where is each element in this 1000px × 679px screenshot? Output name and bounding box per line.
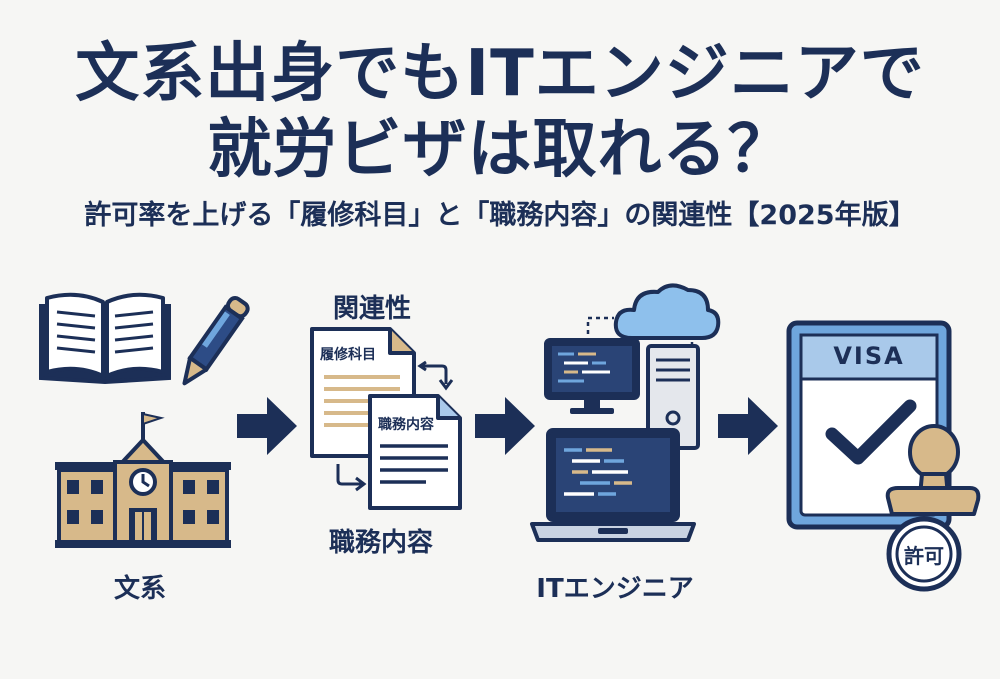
school-building-icon [55, 412, 231, 548]
open-book-icon [39, 292, 171, 385]
subtitle: 許可率を上げる「履修科目」と「職務内容」の関連性【2025年版】 [84, 200, 916, 231]
checkmark-icon [825, 399, 917, 465]
step1-label: 文系 [113, 574, 166, 604]
flow-arrow-3 [718, 397, 778, 455]
stamp-label: 許可 [904, 544, 944, 568]
server-tower-icon [646, 344, 700, 450]
laptop-icon [530, 428, 696, 542]
step3-label: ITエンジニア [536, 574, 694, 604]
title-line-2: 就労ビザは取れる？ [207, 113, 793, 187]
document-icon [368, 394, 462, 510]
step2-top-label: 関連性 [332, 294, 411, 324]
visa-label: VISA [833, 342, 905, 370]
flow-arrow-2 [475, 397, 535, 455]
cloud-icon [613, 283, 721, 340]
flow-arrow-1 [237, 397, 297, 455]
pen-icon [182, 296, 250, 386]
title-line-1: 文系出身でもITエンジニアで [75, 37, 925, 111]
monitor-icon [544, 338, 640, 414]
visa-card-icon [786, 320, 952, 530]
swap-arrows-icon [417, 360, 454, 391]
doc2-label: 職務内容 [378, 417, 434, 433]
step2-bottom-label: 職務内容 [328, 528, 433, 558]
doc1-label: 履修科目 [320, 347, 376, 363]
stamp-icon [885, 424, 981, 592]
swap-arrows-icon [336, 464, 367, 492]
